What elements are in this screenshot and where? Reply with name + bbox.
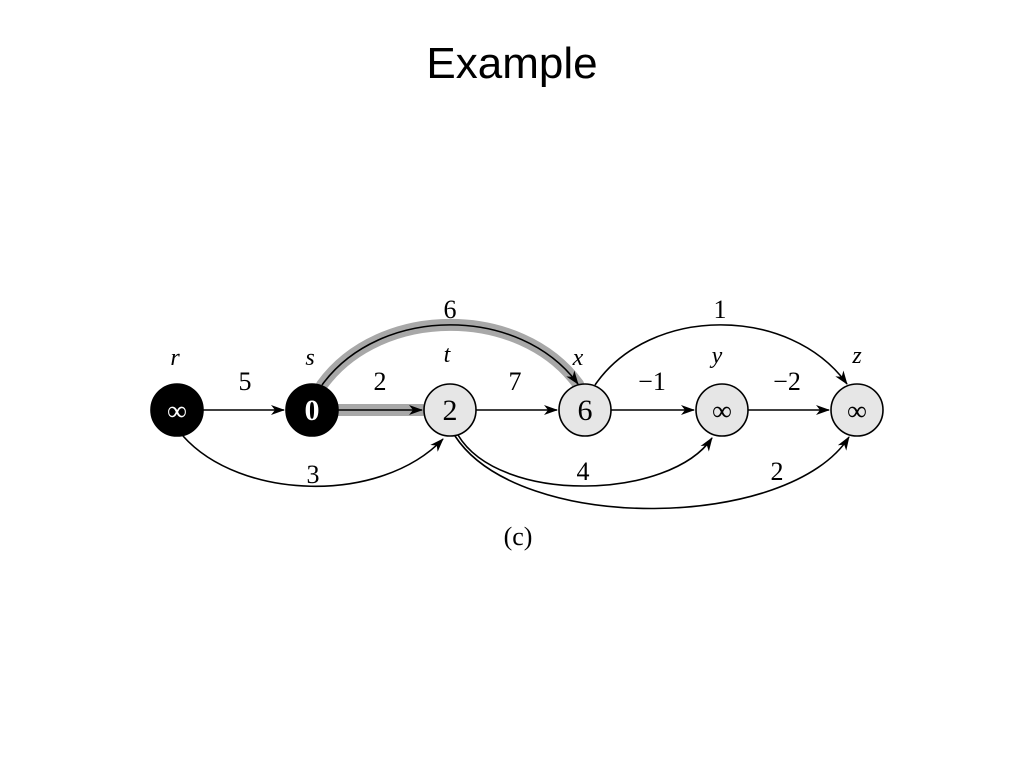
node-x: [558, 383, 612, 437]
edge-layer: [182, 324, 850, 510]
edge-x-z: [594, 324, 848, 386]
edge-weight-x-y: −1: [638, 367, 666, 396]
node-value-t: 2: [443, 394, 458, 427]
node-value-x: 6: [578, 394, 593, 427]
edge-weight-t-z: 2: [771, 457, 784, 486]
edge-weight-s-t: 2: [374, 367, 387, 396]
edge-weight-r-s: 5: [239, 367, 252, 396]
node-name-x: x: [572, 345, 584, 371]
node-name-s: s: [305, 345, 314, 371]
node-r: [150, 383, 204, 437]
node-name-r: r: [170, 345, 180, 371]
node-z: [830, 383, 884, 437]
node-name-y: y: [710, 343, 723, 369]
edge-weight-y-z: −2: [773, 367, 801, 396]
node-s: [285, 383, 339, 437]
edge-s-x: [321, 324, 579, 386]
weight-layer: 5 2 6 3 7 −1 1 −2 4 2: [239, 295, 801, 489]
edge-t-y: [457, 434, 713, 487]
edge-weight-r-t: 3: [307, 460, 320, 489]
node-value-r: ∞: [167, 396, 187, 427]
node-t: [423, 383, 477, 437]
edge-weight-x-z: 1: [714, 295, 727, 324]
node-y: [695, 383, 749, 437]
node-name-z: z: [851, 343, 862, 369]
node-value-s: 0: [305, 394, 320, 427]
edge-weight-t-x: 7: [509, 367, 522, 396]
edge-t-z: [454, 435, 850, 510]
figure-caption: (c): [504, 522, 533, 551]
slide-title: Example: [426, 39, 598, 88]
edge-weight-t-y: 4: [577, 457, 590, 486]
node-name-t: t: [444, 342, 452, 368]
node-layer: ∞ 0 2 6 ∞ ∞: [150, 383, 884, 437]
edge-weight-s-x: 6: [444, 295, 457, 324]
edge-r-t: [182, 435, 444, 488]
node-value-y: ∞: [712, 396, 732, 427]
node-value-z: ∞: [847, 396, 867, 427]
